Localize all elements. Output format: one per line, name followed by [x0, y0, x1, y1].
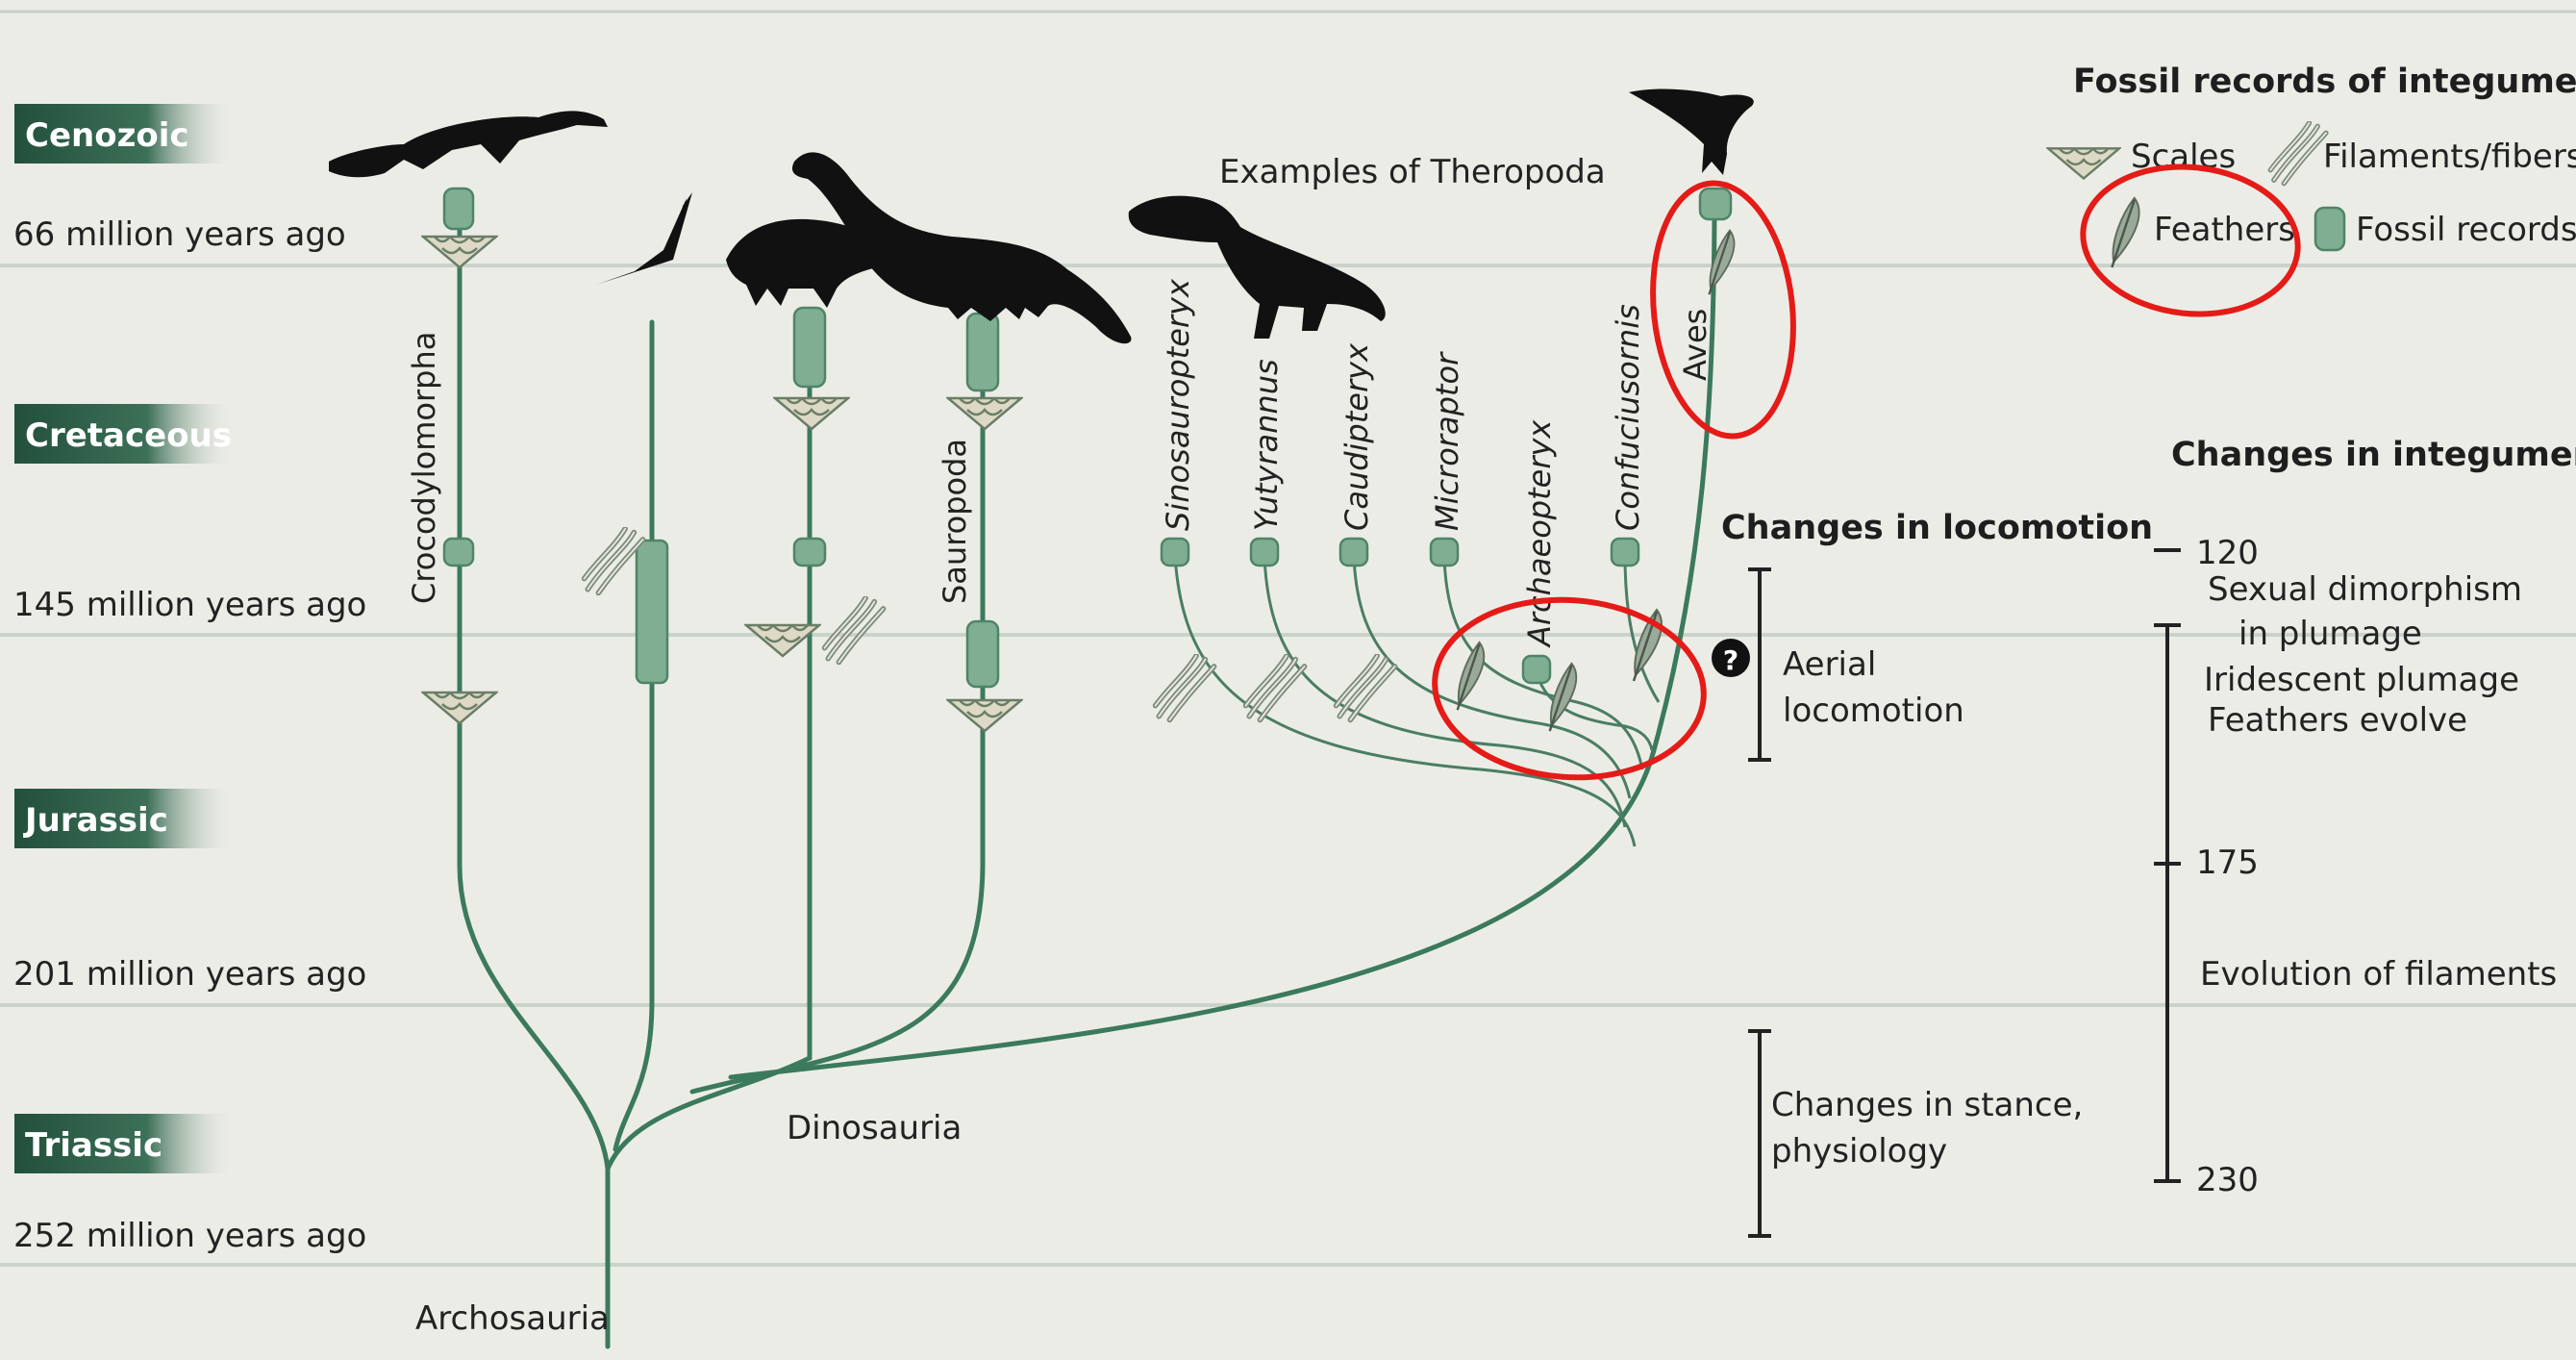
question-mark: ? [1723, 644, 1738, 676]
era-age: 145 million years ago [13, 586, 366, 624]
legend-filaments: Filaments/fibers [2323, 138, 2576, 176]
fossil-record-marker [794, 308, 825, 387]
fossil-record-marker [444, 539, 473, 566]
era-name: Cenozoic [25, 116, 189, 155]
label-caudipteryx: Caudipteryx [1338, 342, 1375, 531]
label-yutyrannus: Yutyrannus [1248, 359, 1285, 531]
note-filaments: Evolution of filaments [2200, 955, 2557, 994]
note-in-plumage: in plumage [2238, 615, 2422, 653]
note-sexual-dimorphism: Sexual dimorphism [2208, 570, 2522, 609]
era-name: Triassic [25, 1126, 163, 1165]
note-iridescent: Iridescent plumage [2204, 661, 2519, 699]
label-dinosauria: Dinosauria [787, 1109, 962, 1147]
tick-label-120: 120 [2196, 534, 2259, 572]
fossil-record-marker [1162, 539, 1188, 566]
era-name: Cretaceous [25, 416, 232, 455]
legend-fossil-records: Fossil records [2356, 211, 2576, 249]
fossil-record-marker [1431, 539, 1458, 566]
label-confuciusornis: Confuciusornis [1610, 304, 1646, 531]
locomotion-title: Changes in locomotion [1721, 509, 2153, 547]
fossil-record-marker [1700, 189, 1731, 219]
label-sauropoda: Sauropoda [937, 439, 973, 604]
label-aves: Aves [1677, 309, 1713, 381]
theropoda-caption: Examples of Theropoda [1219, 153, 1606, 191]
era-age: 66 million years ago [13, 215, 346, 254]
tick-label-230: 230 [2196, 1161, 2259, 1199]
label-archosauria: Archosauria [415, 1299, 610, 1338]
legend-feathers: Feathers [2154, 211, 2295, 249]
era-age: 252 million years ago [13, 1217, 366, 1255]
stance-line-1: Changes in stance, [1771, 1086, 2083, 1124]
fossil-record-marker [1340, 539, 1367, 566]
label-archaeopteryx: Archaeopteryx [1521, 419, 1558, 648]
fossil-record-marker [794, 539, 825, 566]
legend-title: Fossil records of integument [2073, 63, 2576, 101]
fossil-record-marker [1612, 539, 1638, 566]
label-microraptor: Microraptor [1429, 351, 1465, 531]
stance-line-2: physiology [1771, 1132, 1947, 1171]
fossil-record-icon [2315, 208, 2344, 250]
era-name: Jurassic [23, 801, 168, 840]
aerial-line-1: Aerial [1783, 645, 1876, 684]
aerial-line-2: locomotion [1783, 692, 1964, 730]
label-crocodylomorpha: Crocodylomorpha [406, 332, 442, 604]
note-feathers-evolve: Feathers evolve [2208, 701, 2467, 740]
era-age: 201 million years ago [13, 955, 366, 994]
fossil-record-marker [1251, 539, 1278, 566]
fossil-record-marker [637, 541, 667, 683]
fossil-record-marker [444, 189, 473, 229]
integument-title: Changes in integument [2171, 436, 2576, 474]
label-sinosauropteryx: Sinosauropteryx [1160, 278, 1196, 531]
fossil-record-marker [967, 314, 998, 390]
tick-label-175: 175 [2196, 844, 2259, 882]
fossil-record-marker [967, 621, 998, 687]
fossil-record-marker [1523, 656, 1550, 683]
